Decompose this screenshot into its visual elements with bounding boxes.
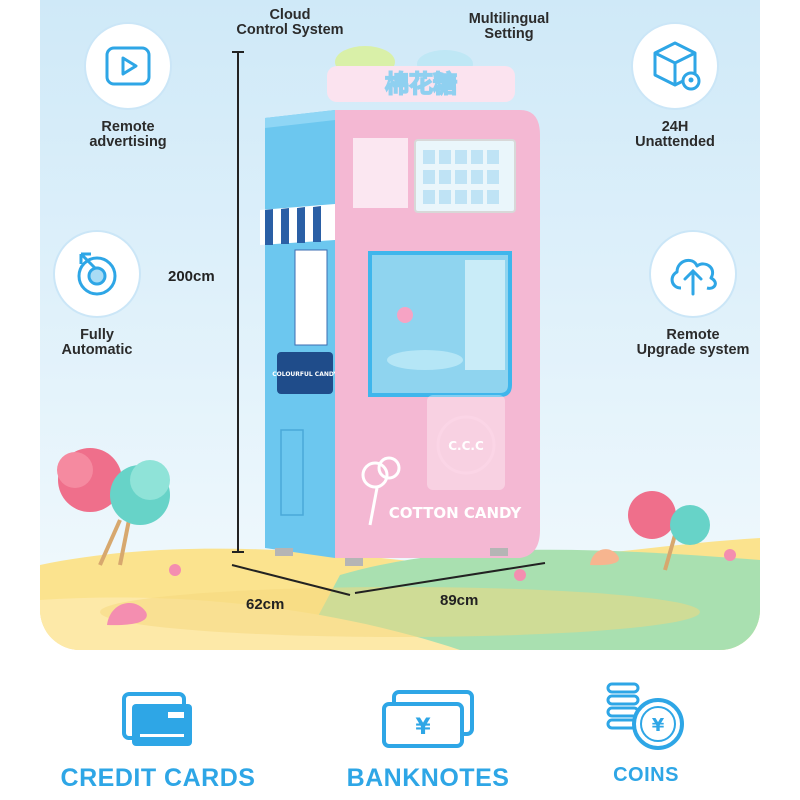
feature-unattended-label: 24H Unattended	[635, 119, 715, 150]
feature-automatic-label: Fully Automatic	[61, 327, 133, 358]
feature-remote-ad: Remote advertising	[53, 22, 203, 150]
feature-remote-ad-label: Remote advertising	[89, 119, 167, 150]
box-location-icon	[631, 22, 719, 110]
feature-multilingual-label: Multilingual Setting	[468, 11, 550, 42]
coin-icon: ¥	[546, 680, 746, 750]
coin-symbol: ¥	[652, 715, 665, 736]
payment-banknotes: ¥ BANKNOTES	[328, 680, 528, 793]
credit-cards-label: CREDIT CARDS	[60, 764, 256, 792]
feature-unattended: 24H Unattended	[600, 22, 750, 150]
banknote-icon: ¥	[328, 680, 528, 750]
play-icon	[84, 22, 172, 110]
machine-sign-text: 棉花糖	[385, 70, 457, 98]
feature-automatic: Fully Automatic	[22, 230, 172, 358]
depth-dimension: 62cm	[246, 596, 285, 613]
feature-cloud: Cloud Control System	[215, 8, 365, 38]
machine-logo: C.C.C	[448, 439, 484, 453]
width-dimension: 89cm	[440, 592, 479, 609]
machine-brand: COTTON CANDY	[389, 504, 523, 522]
auto-cycle-icon	[53, 230, 141, 318]
credit-card-icon	[58, 680, 258, 750]
height-dimension: 200cm	[168, 268, 215, 285]
feature-multilingual: Multilingual Setting	[434, 12, 584, 42]
feature-upgrade-label: Remote Upgrade system	[636, 327, 750, 358]
cloud-upload-icon	[649, 230, 737, 318]
scene-background	[40, 448, 760, 650]
payment-credit-cards: CREDIT CARDS	[58, 680, 258, 793]
side-panel-text: COLOURFUL CANDY	[272, 371, 338, 378]
vending-machine: 棉花糖 COLOURFUL CANDY C.C.C	[255, 40, 555, 575]
feature-upgrade: Remote Upgrade system	[618, 230, 768, 358]
payment-coins: ¥ COINS	[546, 680, 746, 787]
banknote-symbol: ¥	[415, 715, 431, 740]
coins-label: COINS	[613, 764, 679, 786]
feature-cloud-label: Cloud Control System	[236, 7, 344, 38]
banknotes-label: BANKNOTES	[346, 764, 510, 792]
